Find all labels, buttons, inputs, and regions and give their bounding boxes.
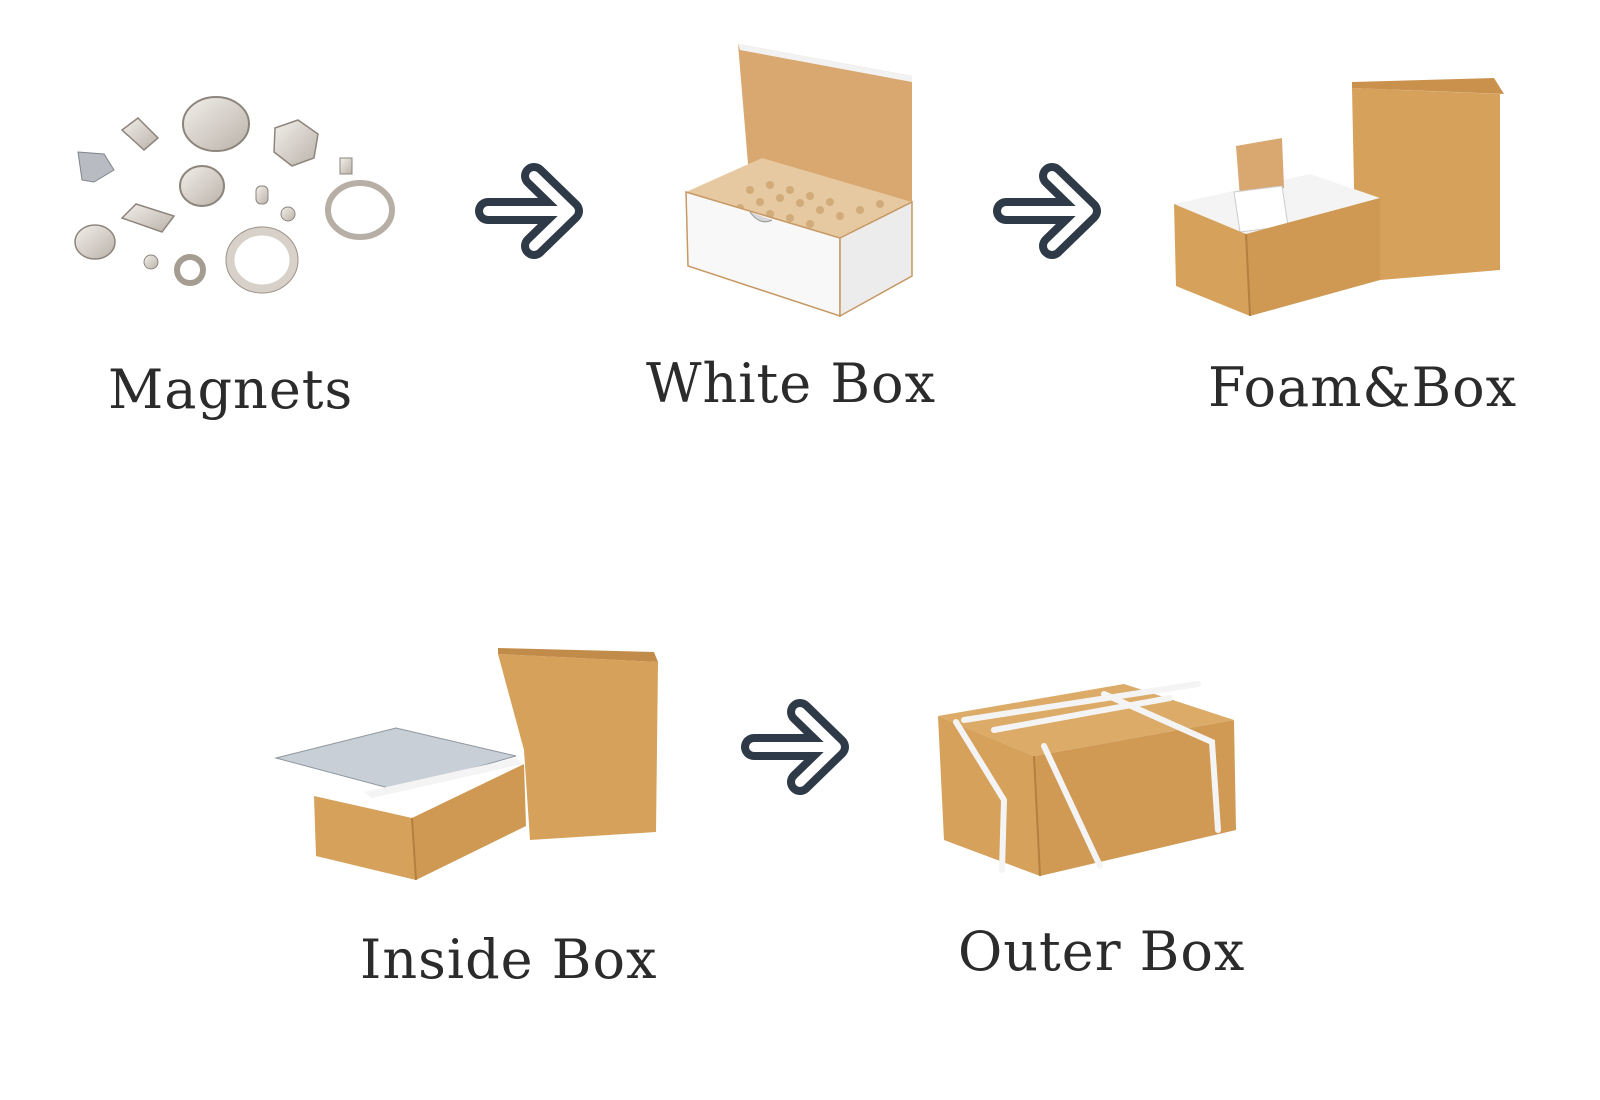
assorted-magnets-image: [70, 90, 410, 300]
outer-box-image: [934, 680, 1244, 880]
step-label-inside-box: Inside Box: [360, 928, 658, 991]
right-arrow-icon: [474, 158, 598, 264]
right-arrow-icon: [740, 694, 864, 800]
step-label-outer-box: Outer Box: [958, 920, 1246, 983]
white-box-image: [680, 40, 920, 320]
right-arrow-icon: [992, 158, 1116, 264]
step-label-magnets: Magnets: [108, 358, 354, 421]
step-label-foam-box: Foam&Box: [1208, 356, 1518, 419]
foam-and-box-image: [1170, 74, 1510, 324]
step-label-white-box: White Box: [646, 352, 937, 415]
inside-box-image: [274, 640, 666, 885]
